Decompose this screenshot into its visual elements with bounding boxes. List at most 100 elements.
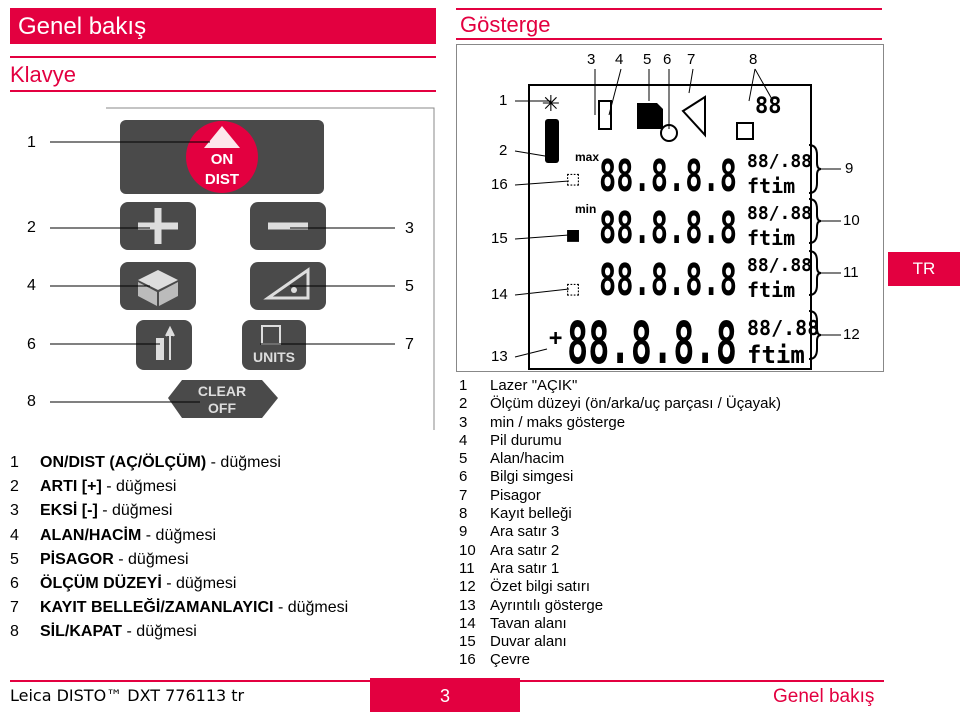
footer-rule xyxy=(10,680,370,682)
row-3-digits: 88.8.8.8 xyxy=(599,151,737,202)
row-3-unit: ftim xyxy=(747,174,795,198)
info-icon xyxy=(660,124,678,142)
off-label: OFF xyxy=(208,400,236,416)
callout-9: 9 xyxy=(845,160,854,177)
callout-4: 4 xyxy=(615,51,624,68)
footer-product: Leica DISTO™ DXT 776113 tr xyxy=(10,686,245,705)
battery-icon xyxy=(598,100,612,130)
lcd-frame xyxy=(528,84,812,370)
language-tab-label: TR xyxy=(912,259,936,278)
wall-area-icon: ■ xyxy=(567,222,579,246)
clear-label: CLEAR xyxy=(198,383,246,399)
plus-sign: + xyxy=(549,326,562,351)
row-1-digits: 88.8.8.8 xyxy=(599,255,737,306)
memory-icon xyxy=(736,122,754,140)
divider xyxy=(10,56,436,58)
area-volume-icon xyxy=(637,103,663,129)
row-2-digits: 88.8.8.8 xyxy=(599,203,737,254)
row-2-frac: 88/.88 xyxy=(747,203,812,224)
callout-11: 11 xyxy=(843,264,859,281)
callout-5: 5 xyxy=(405,278,414,295)
callout-8: 8 xyxy=(27,393,36,410)
clear-off-key xyxy=(168,380,278,418)
divider xyxy=(10,90,436,92)
summary-digits: 88.8.8.8 xyxy=(567,309,737,373)
callout-12: 12 xyxy=(843,326,860,343)
row-1-frac: 88/.88 xyxy=(747,255,812,276)
callout-5: 5 xyxy=(643,51,652,68)
keyboard-figure: ON DIST UNITS CLEAR OFF xyxy=(10,100,436,430)
callout-6: 6 xyxy=(27,336,36,353)
on-label: ON xyxy=(211,151,234,168)
row-2-unit: ftim xyxy=(747,226,795,250)
row-1-unit: ftim xyxy=(747,278,795,302)
divider xyxy=(456,8,882,10)
level-icon xyxy=(545,119,559,163)
callout-7: 7 xyxy=(687,51,696,68)
pythagoras-icon xyxy=(681,95,706,138)
page-number: 3 xyxy=(439,686,450,706)
callout-8: 8 xyxy=(749,51,758,68)
page-title-bar: Genel bakış xyxy=(10,8,436,44)
units-label: UNITS xyxy=(253,349,295,365)
page-number-box: 3 xyxy=(370,678,520,712)
lcd-illustration: ✳ 88 max min ⬚ 88.8.8.8 88/.88 ftim ■ 88… xyxy=(514,68,841,377)
dist-label: DIST xyxy=(205,171,239,188)
callout-1: 1 xyxy=(499,92,508,109)
language-tab: TR xyxy=(888,252,960,286)
perimeter-icon: ⬚ xyxy=(567,166,579,190)
display-figure: ✳ 88 max min ⬚ 88.8.8.8 88/.88 ftim ■ 88… xyxy=(456,44,884,377)
callout-3: 3 xyxy=(587,51,596,68)
min-label: min xyxy=(575,202,596,216)
ceiling-area-icon: ⬚ xyxy=(567,276,579,300)
callout-1: 1 xyxy=(27,134,36,151)
callout-13: 13 xyxy=(491,348,508,365)
callout-6: 6 xyxy=(663,51,672,68)
callout-14: 14 xyxy=(491,286,508,303)
summary-unit: ftim xyxy=(747,341,805,369)
callout-2: 2 xyxy=(499,142,508,159)
callout-2: 2 xyxy=(27,219,36,236)
footer-rule xyxy=(520,680,884,682)
mem-digits: 88 xyxy=(755,94,782,119)
laser-icon: ✳ xyxy=(542,92,560,117)
callout-4: 4 xyxy=(27,277,36,294)
divider xyxy=(456,38,882,40)
keyboard-illustration: ON DIST UNITS CLEAR OFF xyxy=(50,107,435,430)
callout-15: 15 xyxy=(491,230,508,247)
display-heading: Gösterge xyxy=(460,12,551,37)
max-label: max xyxy=(575,150,599,164)
summary-frac: 88/.88 xyxy=(747,316,819,340)
row-3-frac: 88/.88 xyxy=(747,151,812,172)
callout-7: 7 xyxy=(405,336,414,353)
callout-3: 3 xyxy=(405,220,414,237)
on-dist-icon xyxy=(186,121,258,193)
callout-16: 16 xyxy=(491,176,508,193)
callout-10: 10 xyxy=(843,212,860,229)
keyboard-heading: Klavye xyxy=(10,62,77,87)
